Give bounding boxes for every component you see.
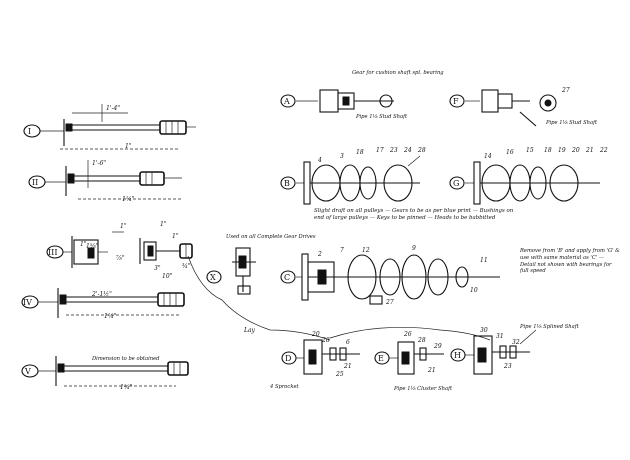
view-III-dim-c: 1" bbox=[120, 223, 127, 230]
junction-X-note: Used on all Complete Gear Drives bbox=[226, 234, 316, 240]
view-V-dim-note: Dimension to be obtained bbox=[91, 356, 160, 362]
detail-G-part-8: 22 bbox=[599, 147, 608, 154]
view-I-label: I bbox=[28, 127, 31, 136]
detail-E: E 26 28 29 21 Pipe 1⅛ Cluster Shaft bbox=[374, 331, 453, 392]
view-II: II 1'-6" 1¼" bbox=[28, 160, 182, 203]
detail-F-part: 27 bbox=[561, 87, 570, 94]
view-II-label: II bbox=[32, 178, 38, 187]
detail-H-note: Pipe 1⅛ Splined Shaft bbox=[519, 324, 580, 330]
detail-H-part-2: 31 bbox=[496, 333, 504, 340]
detail-C: C 2 7 12 9 11 27 10 bbox=[280, 245, 500, 306]
view-II-dim-length: 1'-6" bbox=[92, 160, 106, 167]
detail-E-part-4: 21 bbox=[427, 367, 436, 374]
detail-C-part-4: 9 bbox=[412, 245, 416, 252]
detail-G: G 14 16 15 18 19 20 21 22 bbox=[449, 147, 608, 205]
detail-D-part-2: 28 bbox=[321, 337, 330, 344]
detail-B-part-1: 4 bbox=[317, 157, 322, 164]
view-III-dim-b: 1⅝" bbox=[86, 243, 99, 250]
detail-A: A Gear for cushion shaft spl. bearing Pi… bbox=[280, 70, 444, 120]
detail-D: D 20 28 21 6 25 4 Sprocket bbox=[269, 331, 360, 390]
detail-B-part-3: 18 bbox=[356, 149, 364, 156]
detail-G-part-7: 21 bbox=[585, 147, 594, 154]
center-note-box: Slight draft on all pulleys — Gears to b… bbox=[314, 208, 514, 221]
detail-G-part-1: 14 bbox=[484, 153, 492, 160]
detail-E-note: Pipe 1⅛ Cluster Shaft bbox=[393, 386, 453, 392]
detail-C-part-2: 7 bbox=[340, 247, 344, 254]
detail-D-part-5: 25 bbox=[335, 371, 344, 378]
detail-H-part-4: 23 bbox=[503, 363, 512, 370]
right-note: Remove from 'B' and apply from 'G' & use… bbox=[520, 248, 620, 275]
detail-D-note: 4 Sprocket bbox=[269, 384, 300, 390]
detail-F: F 27 Pipe 1⅛ Stud Shaft bbox=[449, 87, 598, 127]
detail-H-label: H bbox=[454, 351, 461, 360]
detail-A-label: A bbox=[283, 97, 290, 106]
view-II-dim-dia: 1¼" bbox=[122, 196, 135, 203]
junction-X-label: X bbox=[210, 273, 216, 282]
detail-E-part-2: 28 bbox=[417, 337, 426, 344]
view-III-dim-f: 3" bbox=[154, 265, 161, 272]
detail-E-part-3: 29 bbox=[433, 343, 442, 350]
connector-leader bbox=[329, 327, 491, 341]
view-III-dim-h: ¾" bbox=[182, 263, 191, 270]
view-I-dim-length: 1'-4" bbox=[106, 105, 120, 112]
detail-G-part-5: 19 bbox=[558, 147, 566, 154]
detail-F-label: F bbox=[453, 97, 459, 106]
view-III-dim-i: 10" bbox=[162, 273, 173, 280]
view-IV-dim-length: 2'-1½" bbox=[91, 291, 112, 298]
view-III-dim-g: 1" bbox=[172, 233, 179, 240]
detail-B-part-5: 23 bbox=[389, 147, 398, 154]
view-IV-label: IV bbox=[23, 298, 32, 307]
detail-G-label: G bbox=[453, 179, 459, 188]
detail-E-label: E bbox=[378, 354, 384, 363]
detail-G-part-6: 20 bbox=[571, 147, 580, 154]
detail-C-part-7: 10 bbox=[470, 287, 478, 294]
detail-G-part-3: 15 bbox=[526, 147, 534, 154]
detail-F-note: Pipe 1⅛ Stud Shaft bbox=[545, 120, 598, 126]
detail-A-pipe: Pipe 1⅛ Stud Shaft bbox=[355, 114, 408, 120]
view-III-dim-e: 1" bbox=[160, 221, 167, 228]
detail-D-part-4: 6 bbox=[346, 339, 350, 346]
detail-E-part-1: 26 bbox=[403, 331, 412, 338]
detail-B-label: B bbox=[284, 179, 290, 188]
view-V-dim-dia: 1¼" bbox=[120, 384, 133, 391]
view-III-dim-a: 1" bbox=[80, 241, 87, 248]
detail-H-part-1: 30 bbox=[480, 327, 488, 334]
right-note-box: Remove from 'B' and apply from 'G' & use… bbox=[520, 248, 620, 275]
junction-X: X Used on all Complete Gear Drives Lay bbox=[187, 234, 331, 341]
detail-C-part-5: 11 bbox=[480, 257, 488, 264]
detail-D-label: D bbox=[285, 354, 291, 363]
view-V: V Dimension to be obtained 1¼" bbox=[21, 356, 189, 391]
detail-B-part-2: 3 bbox=[340, 153, 344, 160]
view-III-dim-d: ⅞" bbox=[116, 255, 125, 262]
view-IV: IV 2'-1½" 1¼" bbox=[21, 288, 185, 320]
detail-C-label: C bbox=[284, 273, 290, 282]
detail-C-part-3: 12 bbox=[362, 247, 370, 254]
detail-H: H 30 31 32 23 Pipe 1⅛ Splined Shaft bbox=[450, 324, 580, 375]
detail-C-part-6: 27 bbox=[385, 299, 394, 306]
detail-H-part-3: 32 bbox=[512, 339, 520, 346]
detail-D-part-3: 21 bbox=[343, 363, 352, 370]
detail-G-part-2: 16 bbox=[506, 149, 514, 156]
detail-B-part-4: 17 bbox=[376, 147, 384, 154]
detail-C-part-1: 2 bbox=[317, 251, 322, 258]
view-V-label: V bbox=[24, 367, 31, 376]
junction-X-lay: Lay bbox=[243, 327, 256, 334]
view-I: I 1'-4" 1" bbox=[23, 104, 196, 150]
detail-A-note: Gear for cushion shaft spl. bearing bbox=[352, 70, 444, 76]
detail-B-part-7: 28 bbox=[417, 147, 426, 154]
detail-B: B 4 3 18 17 23 24 28 bbox=[280, 147, 426, 205]
view-IV-dim-dia: 1¼" bbox=[104, 313, 117, 320]
detail-D-part-1: 20 bbox=[311, 331, 320, 338]
center-note: Slight draft on all pulleys — Gears to b… bbox=[314, 208, 514, 221]
view-III: III 1" 1⅝" 1" ⅞" 1" 3" 1" ¾" 10" bbox=[46, 221, 193, 280]
view-III-label: III bbox=[48, 248, 57, 257]
detail-B-part-6: 24 bbox=[403, 147, 412, 154]
detail-G-part-4: 18 bbox=[544, 147, 552, 154]
view-I-dim-dia: 1" bbox=[125, 143, 132, 150]
